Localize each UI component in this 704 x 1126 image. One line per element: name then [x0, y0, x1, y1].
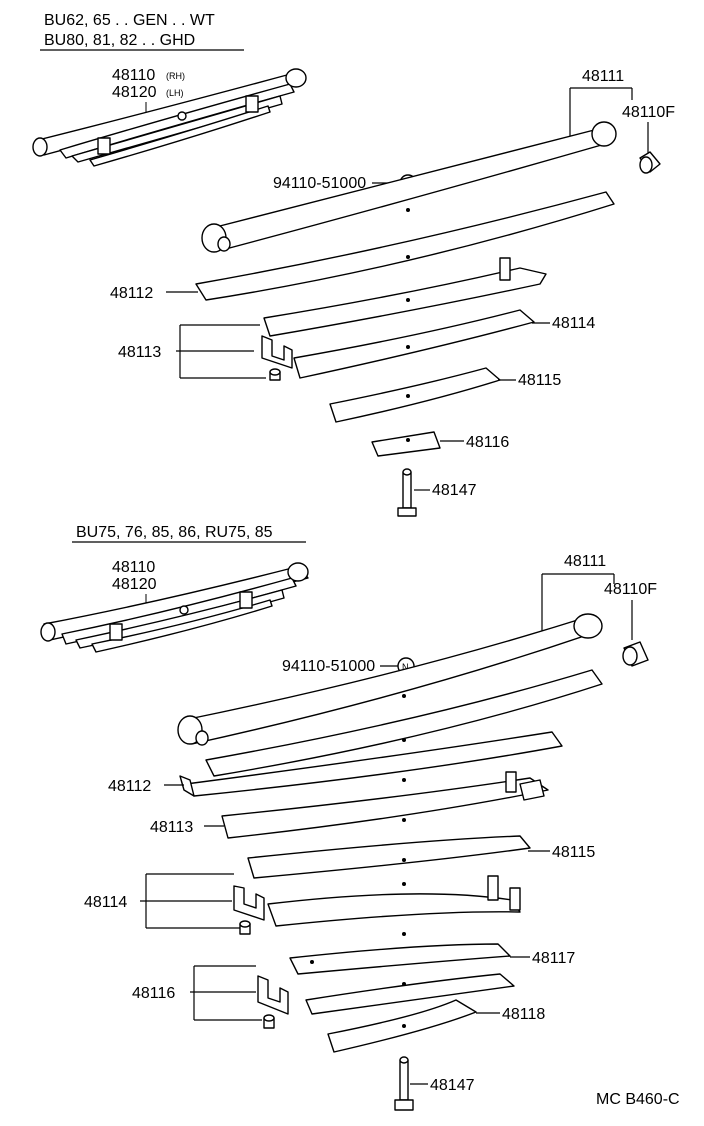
- top-bushing-48110F: [639, 151, 661, 174]
- bottom-bushing-48110F: [622, 641, 649, 667]
- bottom-label-48110F: 48110F: [604, 581, 657, 598]
- bottom-assembly-label-48110: 48110: [112, 559, 155, 576]
- bottom-bolt-48147: [394, 1056, 414, 1111]
- top-label-48114: 48114: [552, 315, 595, 332]
- top-assembled-spring: [32, 68, 307, 167]
- bottom-leaf-48117: [289, 932, 511, 975]
- top-label-48110F: 48110F: [622, 104, 675, 121]
- top-label-94110: 94110-51000: [273, 175, 366, 192]
- bottom-label-48114: 48114: [84, 894, 127, 911]
- bottom-label-48113: 48113: [150, 819, 193, 836]
- bottom-label-48112: 48112: [108, 778, 151, 795]
- top-label-48147: 48147: [432, 482, 477, 499]
- bottom-label-48117: 48117: [532, 950, 575, 967]
- bottom-clip-48116: [257, 975, 289, 1029]
- top-header-line2: BU80, 81, 82 . . GHD: [44, 32, 195, 49]
- top-assembly-label-48110: 48110: [112, 67, 155, 84]
- bottom-leaf-48112: [179, 731, 563, 797]
- footer-code: MC B460-C: [596, 1091, 680, 1108]
- top-section: BU62, 65 . . GEN . . WT BU80, 81, 82 . .…: [32, 12, 675, 517]
- top-leaf-48115: [329, 367, 501, 423]
- top-assembly-label-48120: 48120: [112, 84, 157, 101]
- bottom-section: BU75, 76, 85, 86, RU75, 85 48110 48120 4…: [40, 524, 657, 1111]
- bottom-label-48115: 48115: [552, 844, 595, 861]
- bottom-nut-symbol: N: [402, 662, 409, 672]
- bottom-label-48147: 48147: [430, 1077, 475, 1094]
- bottom-label-94110: 94110-51000: [282, 658, 375, 675]
- top-label-48115: 48115: [518, 372, 561, 389]
- top-leaf-48114: [293, 309, 535, 379]
- bottom-main-leaf-48111: [177, 613, 603, 746]
- top-assembly-label-48110-rh: (RH): [166, 71, 185, 81]
- top-plate-48116: [371, 431, 441, 457]
- bottom-leaf-48118: [327, 999, 477, 1053]
- top-label-48112: 48112: [110, 285, 153, 302]
- top-clip-48113: [261, 335, 293, 381]
- top-label-48113: 48113: [118, 344, 161, 361]
- bottom-leaf-48113: [221, 771, 549, 839]
- bottom-header: BU75, 76, 85, 86, RU75, 85: [76, 524, 273, 541]
- bottom-assembly-label-48120: 48120: [112, 576, 157, 593]
- bottom-leaf-clipped: [267, 875, 521, 927]
- top-bolt-48147: [397, 468, 417, 517]
- bottom-label-48111: 48111: [564, 553, 606, 570]
- bottom-label-48116: 48116: [132, 985, 175, 1002]
- bottom-clip-48114: [233, 885, 265, 935]
- bottom-label-48118: 48118: [502, 1006, 545, 1023]
- bottom-leaf-48118-upper: [305, 973, 515, 1015]
- top-assembly-label-48120-lh: (LH): [166, 88, 184, 98]
- top-main-leaf-48111: [201, 121, 617, 253]
- top-header-line1: BU62, 65 . . GEN . . WT: [44, 12, 215, 29]
- top-label-48116: 48116: [466, 434, 509, 451]
- top-label-48111: 48111: [582, 68, 624, 85]
- top-leaf-48112: [195, 191, 615, 301]
- top-leaf-clipped: [263, 257, 547, 337]
- bottom-assembled-spring: [40, 562, 309, 653]
- bottom-leaf-48115: [247, 835, 531, 879]
- bottom-leaf-2: [205, 669, 603, 777]
